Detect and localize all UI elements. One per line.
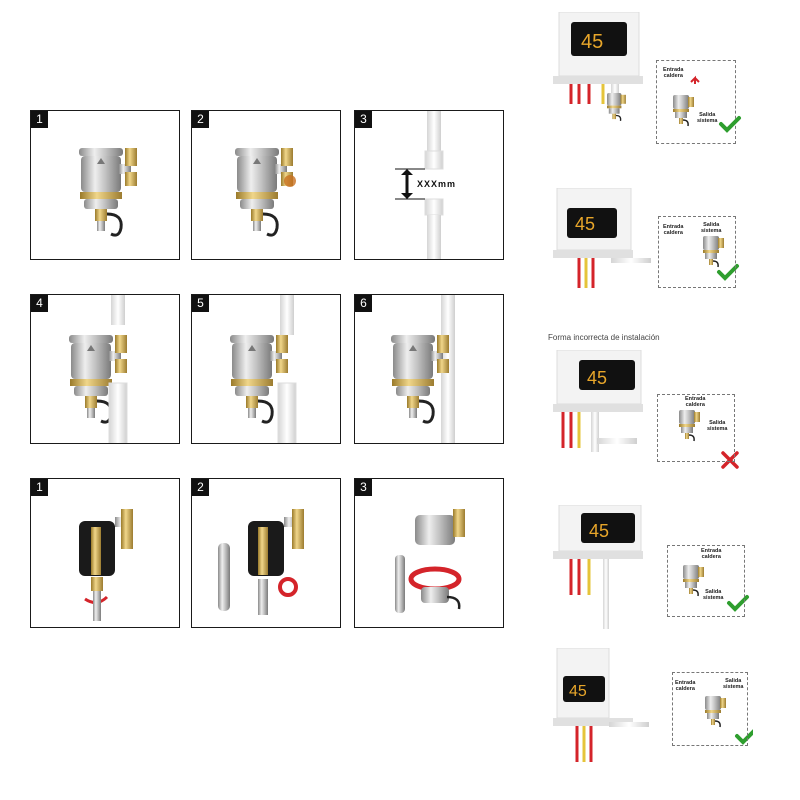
step-number: 2 xyxy=(192,479,209,496)
cleaning-illustration xyxy=(395,509,465,613)
valve-detail-box xyxy=(667,545,745,617)
check-icon xyxy=(719,116,741,132)
valve-detail-box xyxy=(658,216,736,288)
step-number: 1 xyxy=(31,479,48,496)
valve-illustration xyxy=(77,146,139,237)
display-value: 45 xyxy=(589,521,609,541)
valve-illustration xyxy=(389,295,455,443)
valve-detail-box xyxy=(656,60,736,144)
display-value: 45 xyxy=(575,214,595,234)
pipe-gap-illustration xyxy=(395,111,444,259)
display-value: 45 xyxy=(569,683,587,700)
step-number: 2 xyxy=(192,111,209,128)
step-panel-6: 6 xyxy=(354,294,504,444)
magnet-removal-illustration xyxy=(218,509,304,615)
maintenance-panel-1: 1 xyxy=(30,478,180,628)
valve-illustration xyxy=(228,295,297,443)
valve-detail-box xyxy=(672,672,748,746)
valve-illustration xyxy=(233,146,296,237)
incorrect-caption: Forma incorrecta de instalación xyxy=(548,333,660,342)
step-number: 6 xyxy=(355,295,372,312)
step-panel-5: 5 xyxy=(191,294,341,444)
maintenance-panel-2: 2 xyxy=(191,478,341,628)
valve-illustration xyxy=(67,295,129,443)
step-number: 3 xyxy=(355,479,372,496)
display-value: 45 xyxy=(587,368,607,388)
step-number: 1 xyxy=(31,111,48,128)
step-panel-2: 2 xyxy=(191,110,341,260)
magnet-valve-illustration xyxy=(79,509,133,621)
measure-label: XXXmm xyxy=(417,179,457,189)
display-value: 45 xyxy=(581,31,603,53)
step-number: 4 xyxy=(31,295,48,312)
step-panel-4: 4 xyxy=(30,294,180,444)
step-number: 5 xyxy=(192,295,209,312)
step-panel-1: 1 xyxy=(30,110,180,260)
step-panel-3: 3 XXXmm xyxy=(354,110,504,260)
valve-detail-box xyxy=(657,394,735,462)
maintenance-panel-3: 3 xyxy=(354,478,504,628)
step-number: 3 xyxy=(355,111,372,128)
